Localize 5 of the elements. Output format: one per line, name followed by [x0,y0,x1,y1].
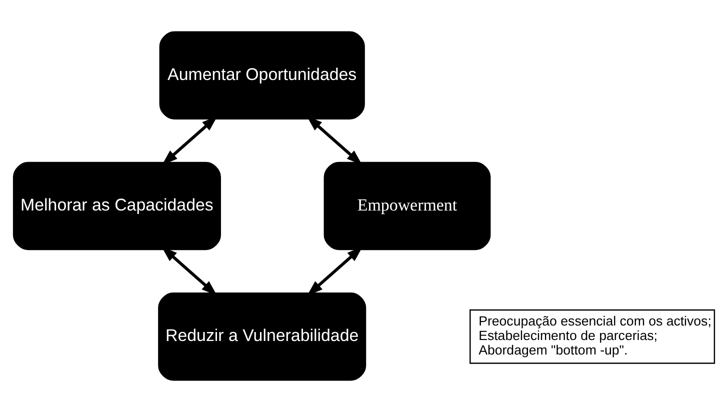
node-box: Melhorar as Capacidades [12,161,221,250]
node-box: Preocupação essencial com os activos; Estabelecimento de parcerias; Abordagem "bottom -up". [470,308,716,364]
node-box: Reduzir a Vulnerabilidade [158,292,366,380]
node-box: Empowerment [324,161,491,250]
node-box: Aumentar Oportunidades [159,30,365,120]
